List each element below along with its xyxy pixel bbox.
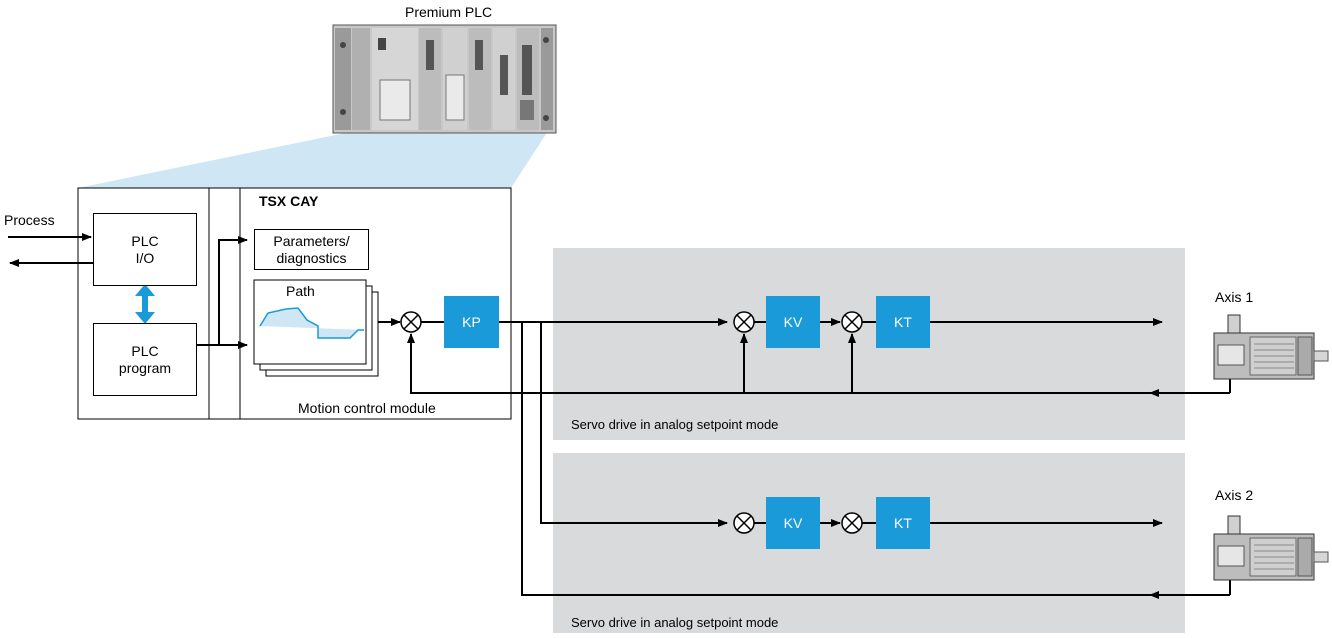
axis-1-label: Axis 1: [1215, 289, 1254, 305]
premium-plc-rack: [332, 24, 557, 134]
path-label: Path: [286, 283, 315, 299]
kp-block: KP: [444, 296, 499, 348]
module-caption: Motion control module: [298, 400, 436, 416]
params-line2: diagnostics: [276, 249, 347, 266]
kv-block-axis2: KV: [766, 497, 820, 549]
plc-program-line2: program: [118, 359, 172, 376]
plc-program-box: PLC program: [93, 323, 197, 396]
plc-io-line2: I/O: [135, 249, 155, 266]
motor-axis-2: [1213, 515, 1329, 581]
servo-panel-1: [553, 248, 1185, 440]
parameters-diagnostics-box: Parameters/ diagnostics: [254, 229, 369, 270]
summing-junction-axis2-a: [733, 512, 755, 534]
axis-2-label: Axis 2: [1215, 487, 1254, 503]
plc-program-line1: PLC: [131, 342, 159, 359]
kv-block-axis1: KV: [766, 296, 820, 348]
program-bus: [196, 236, 248, 346]
process-label: Process: [4, 212, 55, 228]
zoom-projection: [78, 131, 548, 188]
summing-junction-module: [400, 311, 422, 333]
path-profile: [259, 307, 364, 339]
plc-title: Premium PLC: [405, 4, 493, 20]
module-title: TSX CAY: [259, 193, 319, 209]
motor-axis-1: [1213, 314, 1329, 380]
plc-io-line1: PLC: [131, 232, 159, 249]
servo-caption-1: Servo drive in analog setpoint mode: [571, 417, 779, 432]
kt-block-axis1: KT: [876, 296, 930, 348]
servo-caption-2: Servo drive in analog setpoint mode: [571, 615, 779, 630]
plc-io-box: PLC I/O: [93, 213, 197, 286]
summing-junction-axis1-b: [841, 311, 863, 333]
params-line1: Parameters/: [273, 232, 350, 249]
kt-block-axis2: KT: [876, 497, 930, 549]
summing-junction-axis1-a: [733, 311, 755, 333]
servo-panel-2: [553, 453, 1185, 633]
summing-junction-axis2-b: [841, 512, 863, 534]
